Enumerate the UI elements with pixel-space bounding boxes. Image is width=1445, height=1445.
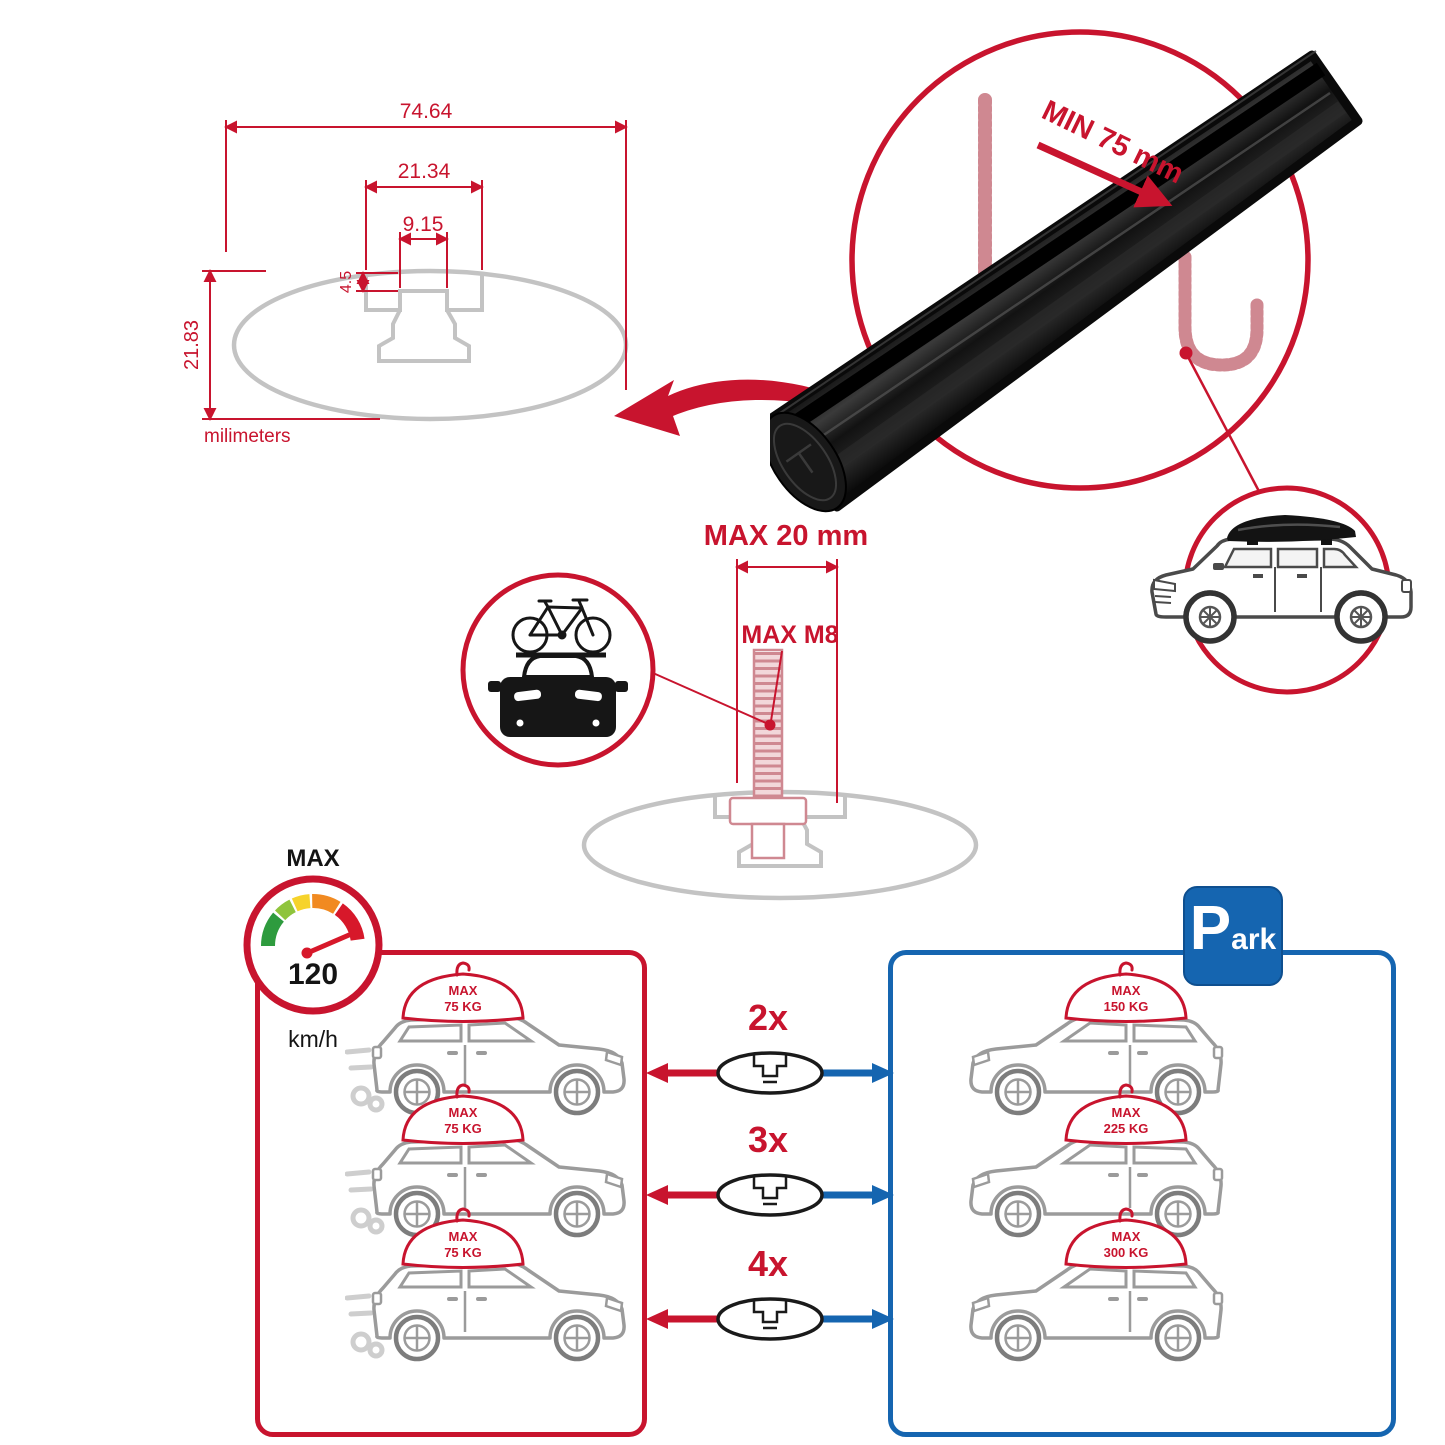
car-headlight-right: [574, 689, 602, 702]
crossbar-section-icon: [716, 1173, 824, 1217]
callout-arrow: [614, 379, 812, 436]
park-sign-rest: ark: [1231, 923, 1277, 956]
parked-car-2: MAX 225 KG: [950, 1083, 1250, 1242]
suv-mirror: [1213, 563, 1224, 570]
speed-max-label: MAX: [286, 845, 339, 872]
red-arrow-icon: [646, 1309, 668, 1329]
max-bolt-length-label: MAX 20 mm: [704, 520, 868, 552]
roof-load-weight: 75 KG: [444, 999, 482, 1014]
speed-limit-gauge: MAX 120 km/h: [243, 845, 383, 1052]
min-clearance-arrow: [1036, 141, 1173, 208]
left-arrow-icon: [614, 379, 812, 436]
car-headlight-left: [514, 689, 542, 702]
max-thread-label: MAX M8: [741, 621, 838, 649]
crossbar-section-icon: [716, 1051, 824, 1095]
roof-load-max-label: MAX: [1112, 1229, 1141, 1244]
dim-channel-width: 21.34: [398, 160, 451, 183]
blue-arrow-icon: [872, 1309, 894, 1329]
multiplier-label: 2x: [748, 997, 788, 1038]
gauge-needle: [302, 932, 352, 957]
roof-load-max-label: MAX: [449, 1229, 478, 1244]
roof-load-max-label: MAX: [1112, 1105, 1141, 1120]
car-front-icon: [488, 654, 628, 737]
gauge-arc: [261, 894, 365, 947]
blue-arrow-icon: [872, 1063, 894, 1083]
multiplier-label: 4x: [748, 1243, 788, 1284]
roof-load-weight: 150 KG: [1104, 999, 1149, 1014]
car-illustration: [971, 1256, 1222, 1359]
roof-load-weight: 300 KG: [1104, 1245, 1149, 1260]
leader-line-to-suv: [1184, 352, 1264, 498]
blue-arrow-icon: [872, 1185, 894, 1205]
dim-slot-depth: 4.5: [338, 271, 355, 293]
bicycle-icon: [511, 598, 612, 654]
speed-value: 120: [288, 958, 338, 991]
driving-car-1: MAX 75 KG: [345, 961, 645, 1120]
suv-rear-wheel: [1334, 590, 1388, 644]
roof-load-weight: 225 KG: [1104, 1121, 1149, 1136]
roof-load-max-label: MAX: [1112, 983, 1141, 998]
t-bolt-illustration: [728, 648, 808, 860]
multiplier-row-1: 2x: [646, 997, 894, 1095]
roof-load-max-label: MAX: [449, 983, 478, 998]
multiplier-label: 3x: [748, 1119, 788, 1160]
roof-load-max-label: MAX: [449, 1105, 478, 1120]
bolt-spec-section: MAX 20 mm MAX M8: [460, 520, 979, 901]
parked-car-3: MAX 300 KG: [950, 1207, 1250, 1366]
red-arrow-icon: [646, 1185, 668, 1205]
park-sign-letter: P: [1189, 894, 1232, 963]
clamp-u-bolt: [1178, 250, 1264, 372]
roof-cargo-box: [1227, 515, 1356, 542]
roof-load-weight: 75 KG: [444, 1121, 482, 1136]
crossbar-dimension-diagram: 74.64 21.34 9.15 4.5 21.83 milimeters: [181, 100, 629, 447]
parked-car-1: MAX 150 KG: [950, 961, 1250, 1120]
multiplier-row-3: 4x: [646, 1243, 894, 1341]
t-slot-body-profile: [377, 309, 471, 363]
driving-car-3: MAX 75 KG: [345, 1207, 645, 1366]
suv-illustration: [1150, 515, 1413, 644]
dim-total-width: 74.64: [400, 100, 453, 123]
suv-headlight: [1153, 578, 1176, 593]
bolt-head: [728, 796, 808, 826]
suv-taillight: [1401, 579, 1412, 593]
leader-line-bike-circle: [652, 672, 767, 724]
speed-unit: km/h: [288, 1026, 338, 1052]
suv-roofbox-circle: [1150, 485, 1413, 695]
crossbar-section-icon: [716, 1297, 824, 1341]
multiplier-row-2: 3x: [646, 1119, 894, 1217]
crossbar-section-ellipse: [231, 268, 629, 422]
t-slot-channel-profile: [364, 273, 484, 312]
dim-units-label: milimeters: [204, 426, 291, 447]
black-crossbar: [770, 50, 1363, 513]
dim-slot-width: 9.15: [403, 213, 444, 236]
suv-front-wheel: [1183, 590, 1237, 644]
roof-load-weight: 75 KG: [444, 1245, 482, 1260]
car-illustration: [373, 1256, 624, 1359]
driving-car-2: MAX 75 KG: [345, 1083, 645, 1242]
crossbar-detail-circle: MIN 75 mm: [770, 29, 1363, 513]
red-arrow-icon: [646, 1063, 668, 1083]
bolt-pointer-dot: [764, 719, 776, 731]
dim-height: 21.83: [181, 320, 203, 370]
